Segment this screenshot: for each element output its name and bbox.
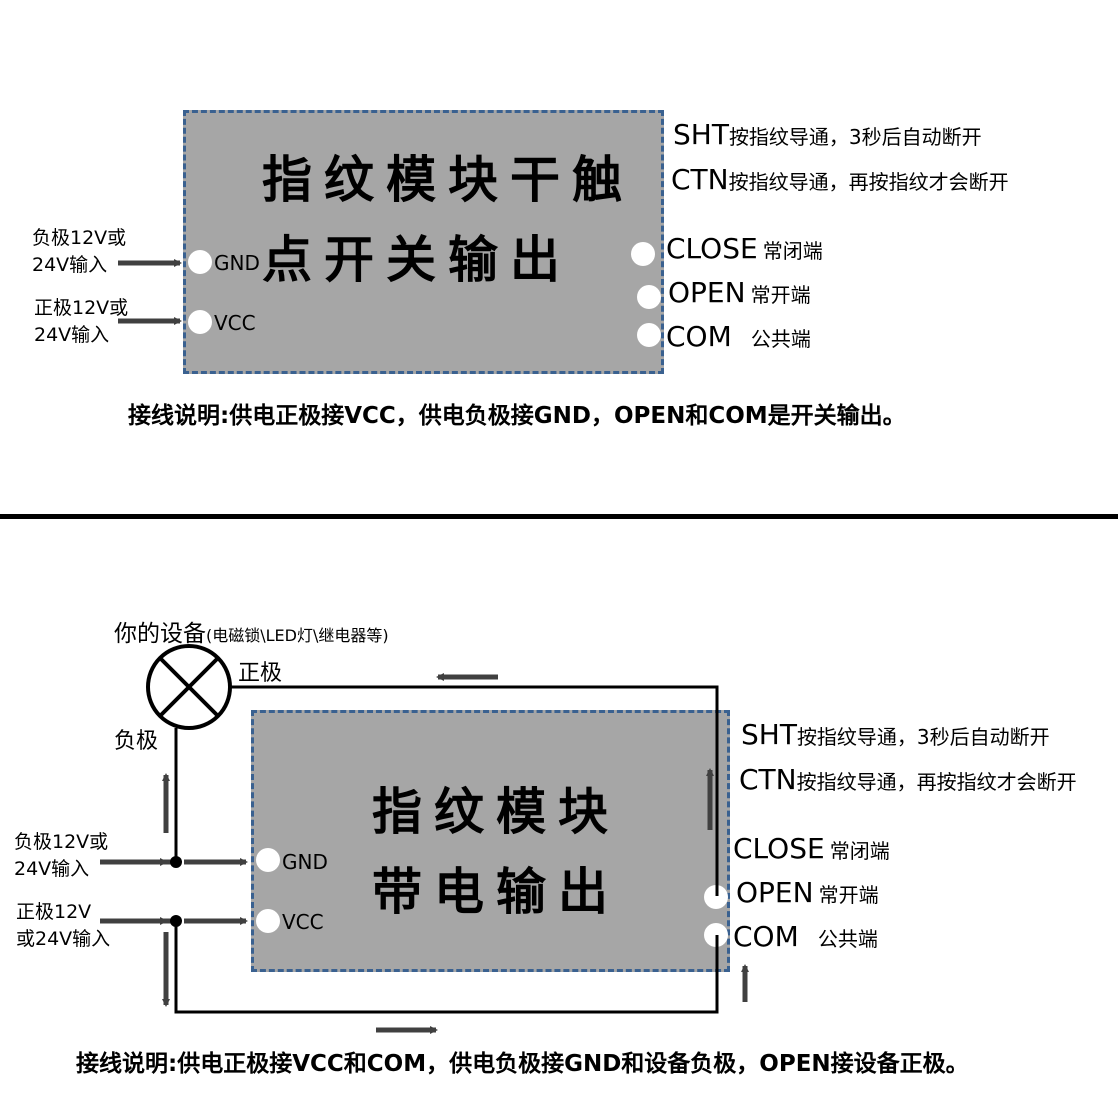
device-label: 你的设备 [114, 621, 206, 647]
open-row-1: OPEN 常开端 [668, 276, 811, 309]
ctn-desc: 按指纹导通，再按指纹才会断开 [796, 770, 1077, 794]
pos-input-line2: 24V输入 [34, 324, 110, 346]
gnd-label-1: GND [214, 251, 260, 275]
wiring-note-1: 接线说明:供电正极接VCC，供电负极接GND，OPEN和COM是开关输出。 [128, 403, 906, 429]
pos-input-line2: 或24V输入 [16, 928, 111, 950]
module-title-2-line2: 带电输出 [372, 862, 620, 921]
sht-label: SHT [741, 718, 797, 751]
ctn-row-1: CTN按指纹导通，再按指纹才会断开 [671, 163, 1009, 196]
close-desc: 常闭端 [829, 839, 890, 863]
close-row-2: CLOSE 常闭端 [733, 832, 890, 865]
pos-input-line1: 正极12V [16, 901, 92, 923]
com-terminal-1 [637, 323, 661, 347]
sht-row-1: SHT按指纹导通，3秒后自动断开 [673, 118, 982, 151]
sht-desc: 按指纹导通，3秒后自动断开 [796, 725, 1050, 749]
neg-input-label-2: 负极12V或 24V输入 [14, 829, 108, 883]
neg-input-line1: 负极12V或 [32, 227, 127, 249]
module-box-2 [251, 710, 730, 972]
open-desc: 常开端 [750, 283, 811, 307]
com-label: COM [733, 920, 799, 953]
close-label: CLOSE [733, 832, 825, 865]
device-label-row: 你的设备(电磁锁\LED灯\继电器等) [114, 614, 389, 648]
open-label: OPEN [668, 276, 746, 309]
open-terminal-1 [637, 285, 661, 309]
device-positive-wire [230, 685, 719, 896]
close-desc: 常闭端 [762, 239, 823, 263]
close-label: CLOSE [666, 232, 758, 265]
neg-input-line2: 24V输入 [32, 254, 108, 276]
neg-input-line2: 24V输入 [14, 858, 90, 880]
com-return-wire [174, 921, 719, 1014]
pos-input-line1: 正极12V或 [34, 297, 129, 319]
gnd-terminal-1 [188, 250, 212, 274]
vcc-label-2: VCC [282, 910, 324, 934]
module-box-1 [183, 110, 664, 374]
com-label: COM [666, 320, 732, 353]
pos-input-label-1: 正极12V或 24V输入 [34, 295, 128, 349]
ctn-label: CTN [671, 163, 729, 196]
vcc-label-1: VCC [214, 311, 256, 335]
sht-desc: 按指纹导通，3秒后自动断开 [728, 125, 982, 149]
device-pos-label: 正极 [238, 661, 283, 686]
com-row-1: COM 公共端 [666, 320, 811, 353]
neg-input-label-1: 负极12V或 24V输入 [32, 225, 126, 279]
sht-row-2: SHT按指纹导通，3秒后自动断开 [741, 718, 1050, 751]
panel-divider [0, 514, 1118, 519]
sht-label: SHT [673, 118, 729, 151]
device-neg-label: 负极 [114, 729, 159, 754]
com-row-2: COM 公共端 [733, 920, 878, 953]
close-row-1: CLOSE 常闭端 [666, 232, 823, 265]
ctn-desc: 按指纹导通，再按指纹才会断开 [728, 170, 1009, 194]
com-desc: 公共端 [750, 327, 811, 351]
open-label: OPEN [736, 876, 814, 909]
close-terminal-1 [631, 242, 655, 266]
vcc-terminal-1 [188, 310, 212, 334]
ctn-label: CTN [739, 763, 797, 796]
neg-input-line1: 负极12V或 [14, 831, 109, 853]
device-examples: (电磁锁\LED灯\继电器等) [206, 626, 389, 645]
gnd-label-2: GND [282, 850, 328, 874]
module-title-1-line1: 指纹模块干触 [262, 150, 634, 209]
gnd-terminal-2 [256, 848, 280, 872]
open-desc: 常开端 [818, 883, 879, 907]
vcc-terminal-2 [256, 909, 280, 933]
module-title-2-line1: 指纹模块 [372, 782, 620, 841]
com-desc: 公共端 [817, 927, 878, 951]
module-title-1-line2: 点开关输出 [262, 230, 572, 289]
pos-input-label-2: 正极12V 或24V输入 [16, 899, 110, 953]
lamp-icon [146, 644, 232, 730]
wiring-note-2: 接线说明:供电正极接VCC和COM，供电负极接GND和设备负极，OPEN接设备正… [76, 1051, 969, 1077]
junction-dot-neg [170, 856, 182, 868]
junction-dot-pos [170, 915, 182, 927]
open-row-2: OPEN 常开端 [736, 876, 879, 909]
ctn-row-2: CTN按指纹导通，再按指纹才会断开 [739, 763, 1077, 796]
